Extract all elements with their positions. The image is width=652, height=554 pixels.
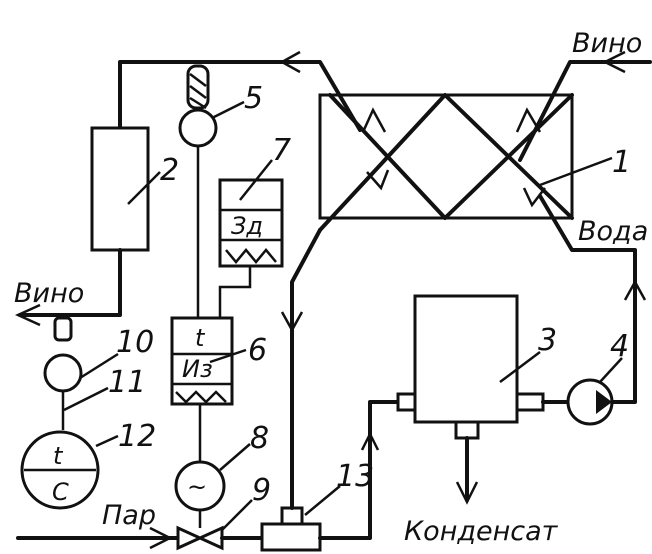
recorder-t-text: t xyxy=(53,442,64,470)
setpoint-text: Зд xyxy=(231,212,263,240)
wine-inlet-arrow xyxy=(602,50,626,74)
tank-inlet-flange xyxy=(396,392,417,412)
water-return-line xyxy=(538,194,637,404)
condensate-arrow xyxy=(455,481,479,505)
tank-body xyxy=(413,294,519,424)
heat-exchanger-body xyxy=(318,93,574,220)
wine-inlet-label: Вино xyxy=(572,28,642,59)
sensor-10 xyxy=(43,316,83,393)
setpoint-dividers xyxy=(220,208,282,242)
hx-to-mixer-line xyxy=(290,228,322,510)
regulator-dividers xyxy=(172,352,232,386)
setpoint-zigzag xyxy=(225,248,277,264)
leader-2 xyxy=(127,171,161,205)
wine-inlet-line xyxy=(518,60,652,162)
column-2 xyxy=(90,126,150,252)
arrow-down-right xyxy=(522,187,546,208)
label-1: 1 xyxy=(612,145,631,180)
setpoint-device-7 xyxy=(218,178,284,268)
regulator-t-text: t xyxy=(195,324,206,352)
steam-arrow xyxy=(149,526,173,550)
arrow-down-left xyxy=(366,169,390,191)
label-7: 7 xyxy=(272,133,291,168)
tank-drain-flange xyxy=(454,420,480,440)
sensor-5-body xyxy=(178,108,218,148)
label-13: 13 xyxy=(336,459,374,494)
arrow-up-left xyxy=(361,107,387,133)
top-pipe xyxy=(118,60,362,132)
probe-hatching xyxy=(189,73,207,110)
top-pipe-arrow xyxy=(279,50,301,74)
tank-3 xyxy=(396,294,545,440)
mixer-to-tank-line xyxy=(318,400,400,540)
flow-path-water xyxy=(318,93,574,232)
leader-9 xyxy=(221,499,253,531)
regulator-6 xyxy=(170,316,234,406)
leader-4 xyxy=(599,357,623,383)
wine-outlet-label: Вино xyxy=(14,278,84,309)
wine-outlet-arrow xyxy=(14,303,41,327)
valve-9 xyxy=(176,525,224,551)
water-up-arrow xyxy=(623,279,647,301)
setpoint-link xyxy=(218,266,252,318)
tank-outlet-flange xyxy=(515,392,545,412)
leader-10 xyxy=(79,352,119,380)
pump-direction xyxy=(596,390,612,414)
mixer-body xyxy=(260,522,322,552)
sensor-10-body xyxy=(43,353,83,393)
leader-11 xyxy=(63,386,109,412)
regulator-box xyxy=(170,316,234,406)
temperature-sensor-5 xyxy=(178,64,218,148)
label-9: 9 xyxy=(252,473,271,508)
water-label: Вода xyxy=(578,216,648,247)
label-8: 8 xyxy=(250,421,269,456)
motor-symbol: ~ xyxy=(187,473,207,501)
leader-8 xyxy=(219,443,251,471)
leader-12 xyxy=(95,434,119,448)
regulator-zigzag xyxy=(175,390,227,404)
label-5: 5 xyxy=(244,81,263,116)
leader-6 xyxy=(209,348,247,364)
arrow-up-right xyxy=(515,107,542,133)
leader-5 xyxy=(211,100,245,120)
recorder-c-text: С xyxy=(52,478,69,506)
leader-13 xyxy=(304,485,341,516)
mixer-13 xyxy=(260,506,322,552)
label-4: 4 xyxy=(610,329,629,364)
steam-label: Пар xyxy=(102,500,156,531)
leader-1 xyxy=(539,156,613,187)
regulator-iz-text: Из xyxy=(182,355,213,383)
wine-outlet-line xyxy=(18,248,122,317)
label-6: 6 xyxy=(248,333,267,368)
mixer-top-port xyxy=(280,506,304,526)
condensate-label: Конденсат xyxy=(404,516,559,547)
label-2: 2 xyxy=(160,153,179,188)
down-arrow-to-mixer xyxy=(280,311,304,333)
sensor-10-probe xyxy=(53,316,73,342)
leader-7 xyxy=(239,159,273,201)
flow-path-wine xyxy=(328,93,574,220)
label-3: 3 xyxy=(538,323,557,358)
up-arrow-to-tank xyxy=(360,431,380,451)
leader-3 xyxy=(499,351,541,383)
label-11: 11 xyxy=(108,365,146,400)
heat-exchanger-1 xyxy=(318,93,574,232)
label-10: 10 xyxy=(116,325,154,360)
label-12: 12 xyxy=(118,419,156,454)
